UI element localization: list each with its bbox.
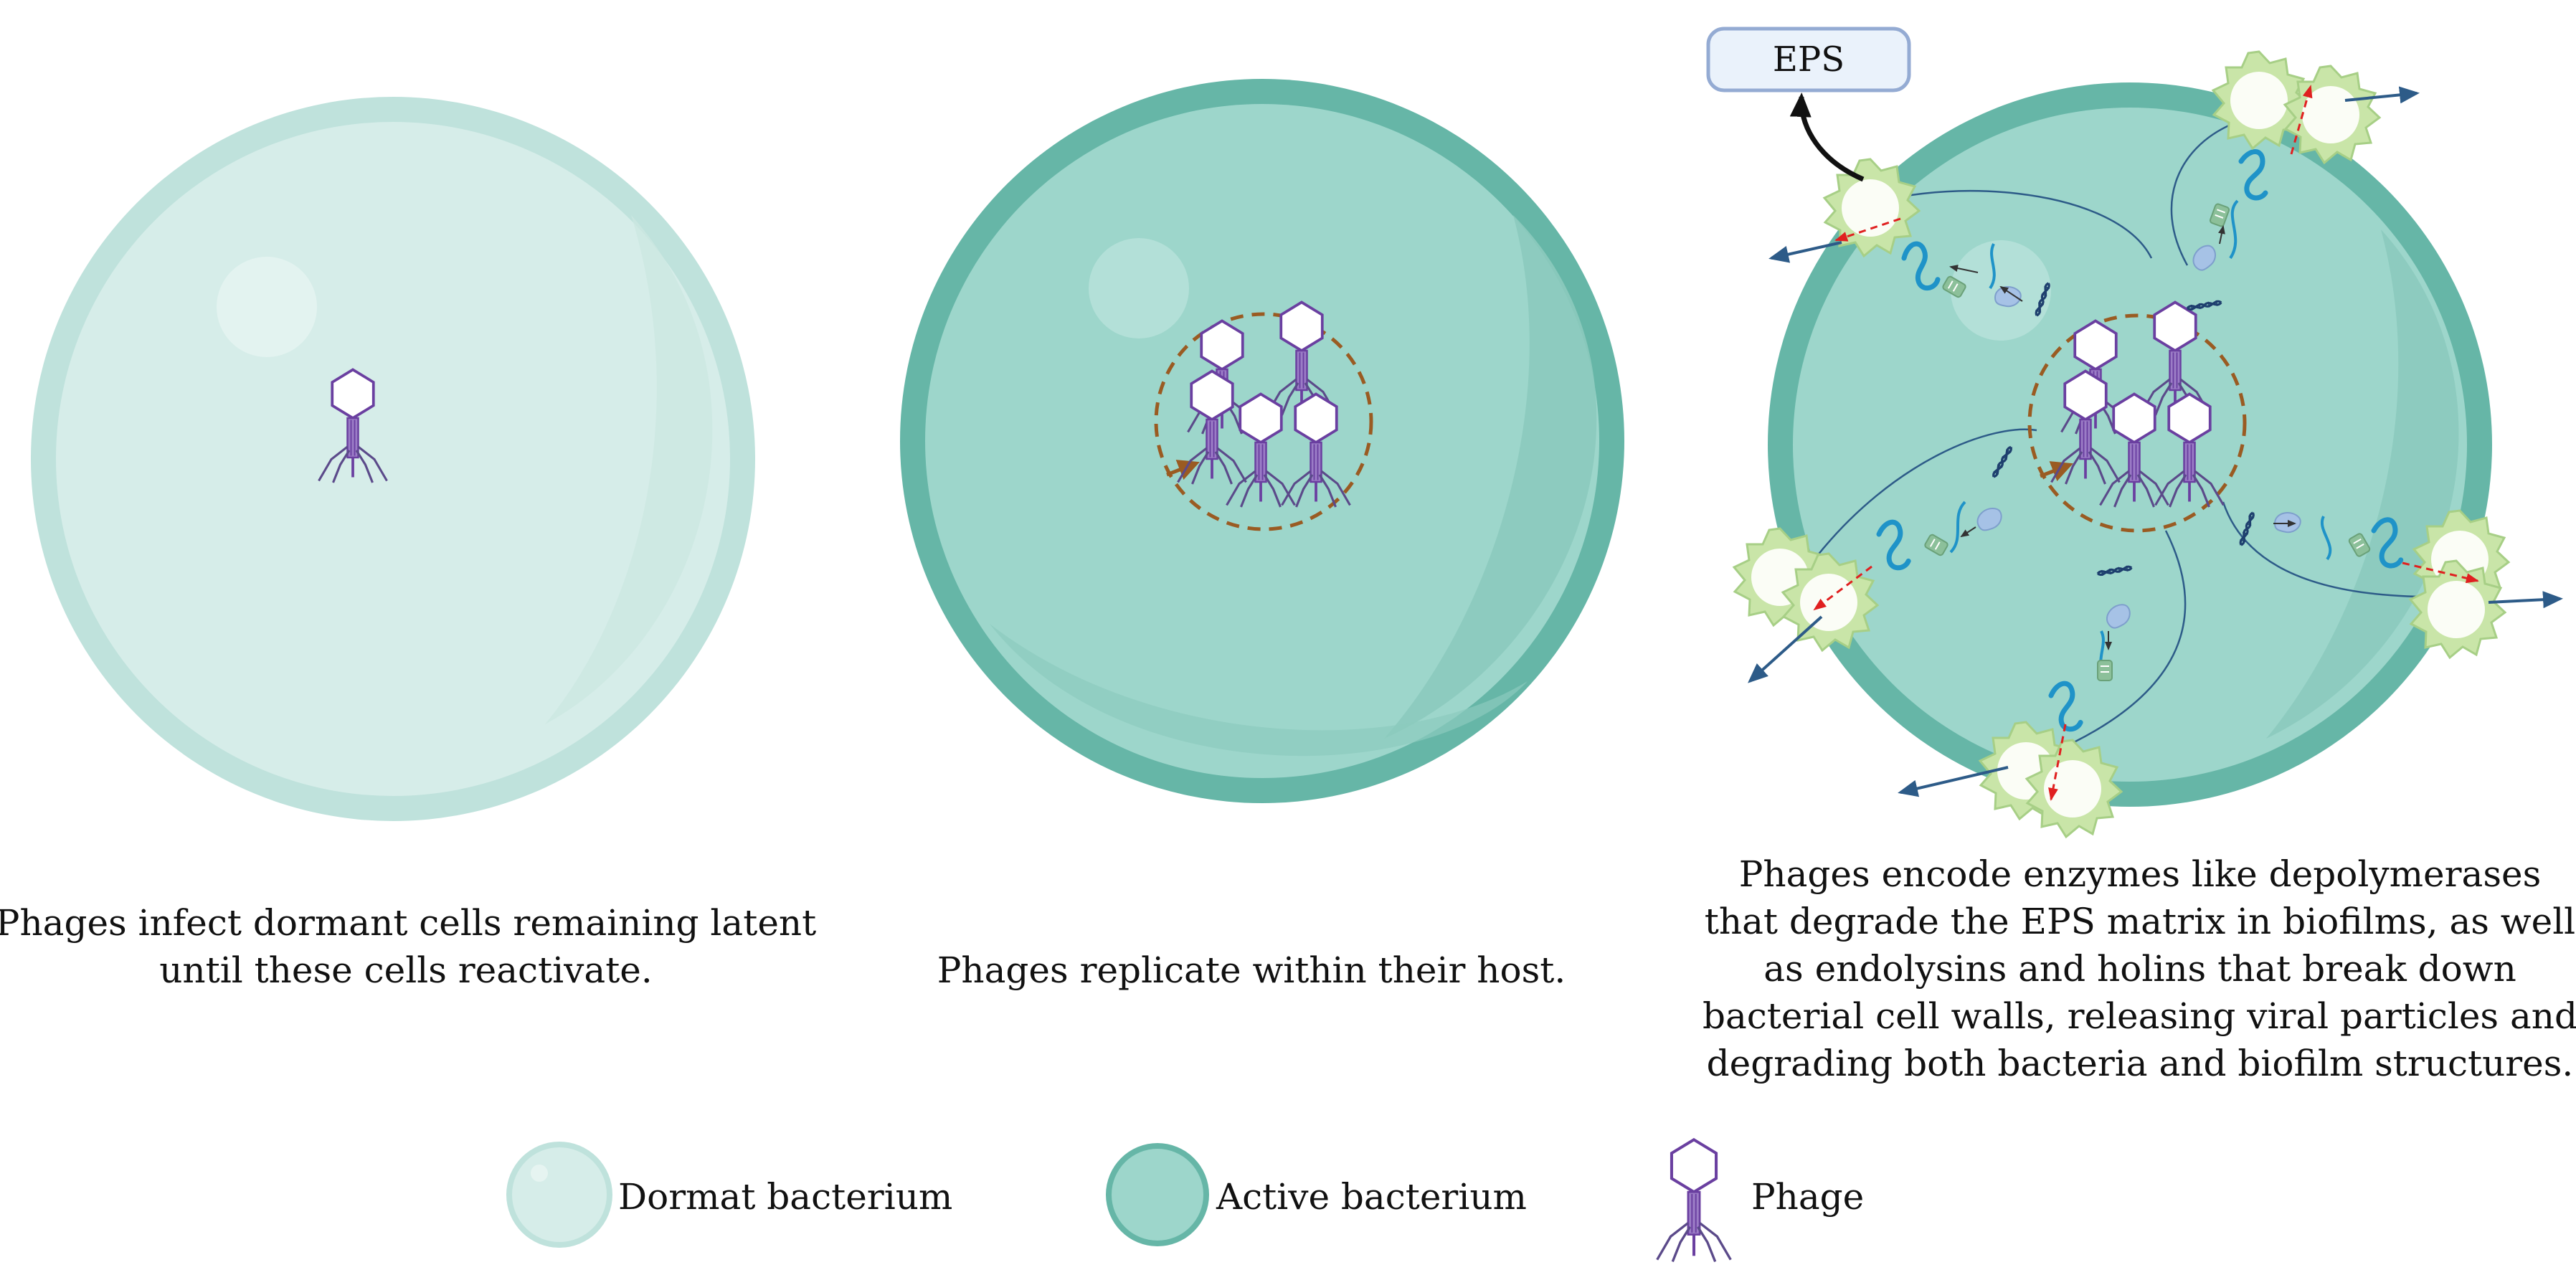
protein-icon — [2097, 660, 2113, 681]
eps-label-box: EPS — [1706, 27, 1911, 93]
eps-release-arrow — [1789, 93, 1865, 182]
legend: Dormat bacterium Active bacterium Phage — [506, 1139, 1864, 1261]
legend-phage-swatch — [1657, 1139, 1731, 1261]
dormant-cell — [31, 97, 755, 821]
phage-icon — [1657, 1139, 1731, 1261]
lysis-burst-right — [2402, 509, 2563, 659]
caption-replication-line-1: Phages replicate within their host. — [937, 949, 1566, 991]
legend-dormant-label: Dormat bacterium — [618, 1176, 952, 1218]
caption-lysis-line-5: degrading both bacteria and biofilm stru… — [1707, 1043, 2574, 1084]
enzyme-icon — [1994, 286, 2022, 308]
lysis-burst-top-right — [2212, 50, 2420, 164]
lysis-burst-upper-left — [1768, 158, 1921, 263]
expression-pathway-lower-right — [2237, 510, 2401, 567]
legend-dormant-swatch — [506, 1142, 612, 1248]
eps-label: EPS — [1773, 39, 1845, 80]
expression-pathway-lower-left — [1877, 444, 2015, 570]
caption-lysis-line-2: that degrade the EPS matrix in biofilms,… — [1705, 901, 2575, 942]
caption-lysis-line-3: as endolysins and holins that break down — [1763, 948, 2516, 990]
enzyme-icon — [2274, 512, 2301, 534]
legend-active-label: Active bacterium — [1216, 1176, 1527, 1218]
lysis-burst-left — [1733, 527, 1879, 683]
expression-pathway-upper-right — [2185, 152, 2265, 313]
lysis-burst-bottom — [1898, 721, 2123, 838]
legend-active-swatch — [1106, 1143, 1209, 1246]
caption-lysis-line-4: bacterial cell walls, releasing viral pa… — [1703, 995, 2576, 1037]
expression-pathway-bottom — [2050, 564, 2136, 731]
caption-dormant-line-1: Phages infect dormant cells remaining la… — [0, 902, 816, 944]
legend-phage-label: Phage — [1751, 1176, 1864, 1218]
caption-dormant-line-2: until these cells reactivate. — [159, 949, 653, 991]
caption-lysis-line-1: Phages encode enzymes like depolymerases — [1739, 853, 2541, 895]
expression-pathway-upper-left — [1900, 241, 2052, 318]
